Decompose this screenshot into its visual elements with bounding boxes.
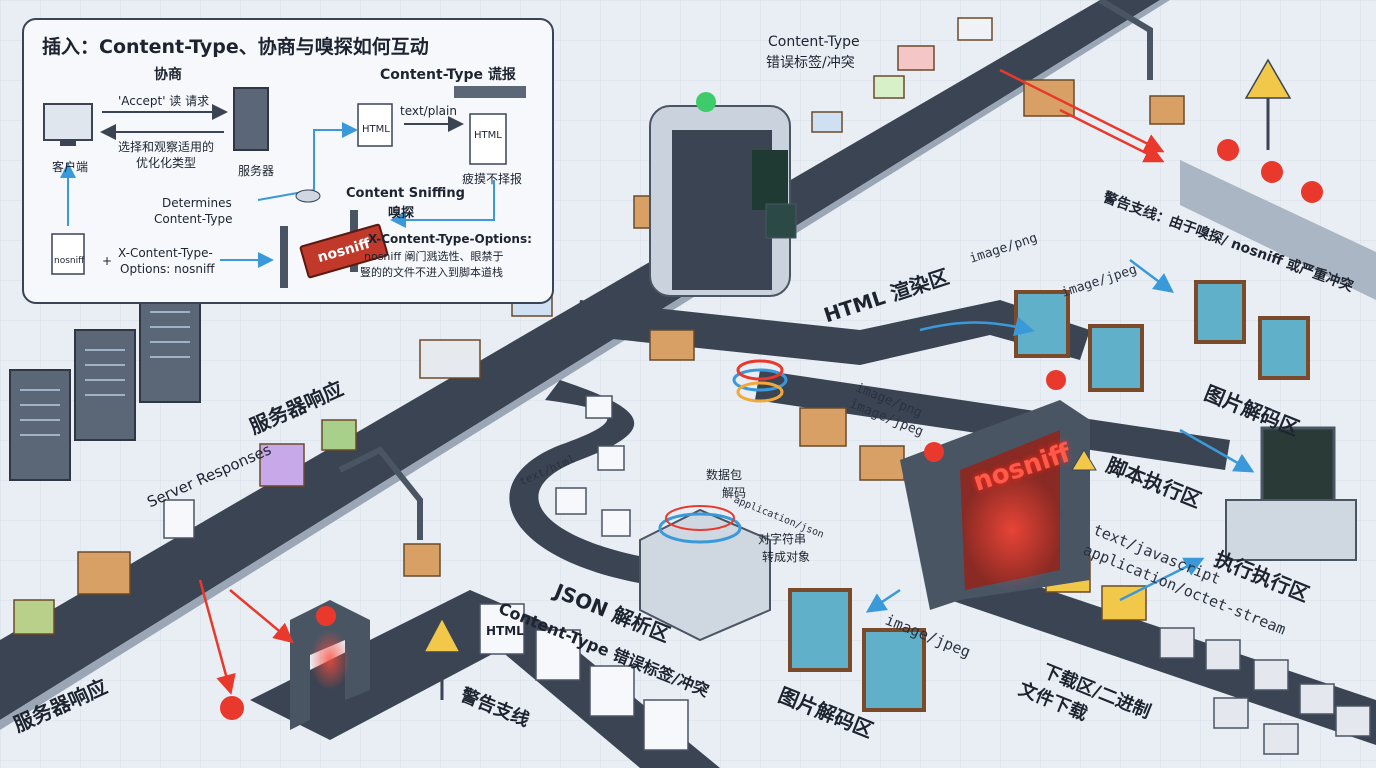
json-annot-2: 解码 [722, 486, 747, 500]
terminal-computer [1225, 426, 1357, 561]
xcto-desc-line3: 豎的的文件不进入到脚本道栈 [360, 266, 503, 279]
flow-arrows [198, 68, 1255, 695]
html-doc-2: HTML [474, 130, 502, 141]
json-annot-5: 转成对象 [762, 550, 811, 564]
inset-graphics [43, 86, 526, 288]
warning-belt-bottom [250, 590, 720, 768]
mislabel-top-line1: Content-Type [768, 34, 860, 50]
bottom-warning-gate [220, 600, 462, 730]
mislabel-heading: Content-Type 谎报 [380, 67, 516, 83]
mislabel-top-line2: 错误标签/冲突 [766, 55, 855, 71]
client-label: 客户端 [52, 160, 89, 174]
server-label: 服务器 [238, 164, 275, 178]
determines-line2: Content-Type [154, 212, 233, 226]
xcto-line1: X-Content-Type- [118, 246, 213, 260]
json-parser-machine [639, 505, 771, 642]
json-annot-4: 对字符串 [758, 532, 807, 546]
json-annot-1: 数据包 [706, 468, 743, 482]
warning-belt-top [1180, 160, 1376, 300]
inset-panel: 插入：Content-Type、协商与嗅探如何互动 协商 Content-Typ… [22, 18, 554, 304]
sniffing-line2: 嗅探 [388, 206, 415, 221]
html-branch-belt [575, 300, 1090, 365]
server-racks [9, 291, 201, 481]
html-doc: HTML [362, 124, 390, 135]
select-label-line2: 优化化类型 [136, 156, 197, 170]
inset-title: 插入：Content-Type、协商与嗅探如何互动 [42, 36, 429, 58]
json-branch-belt [509, 380, 660, 585]
plus-sign: + [102, 254, 113, 268]
xcto-desc-line1: X-Content-Type-Options: [368, 232, 532, 246]
robot-arm-right [1098, 0, 1153, 80]
script-branch-belt [755, 370, 1230, 470]
html-box-label: HTML [486, 624, 524, 638]
top-warning-signs [1217, 58, 1323, 203]
accept-label: 'Accept' 读 请求 [118, 94, 210, 108]
sniffing-line1: Content Sniffing [346, 186, 465, 201]
image-frames [788, 280, 1310, 712]
sniffing-rings [732, 359, 788, 403]
robot-arm-left [338, 446, 423, 540]
nosniff-gate [900, 370, 1097, 610]
xcto-line2: Options: nosniff [120, 262, 215, 276]
select-label-line1: 选择和观察适用的 [118, 140, 215, 154]
ignore-label: 疲摸不择报 [462, 172, 523, 186]
negotiation-heading: 协商 [154, 67, 182, 83]
scanner-machine [649, 92, 797, 297]
nosniff-file: nosniff [54, 256, 85, 266]
binary-boxes [1159, 627, 1371, 755]
xcto-desc-line2: nosniff 阐门溅选性、眼禁于 [364, 250, 504, 263]
documents [163, 395, 689, 751]
packages [13, 17, 1185, 635]
text-plain: text/plain [400, 104, 457, 118]
determines-line1: Determines [162, 196, 232, 210]
